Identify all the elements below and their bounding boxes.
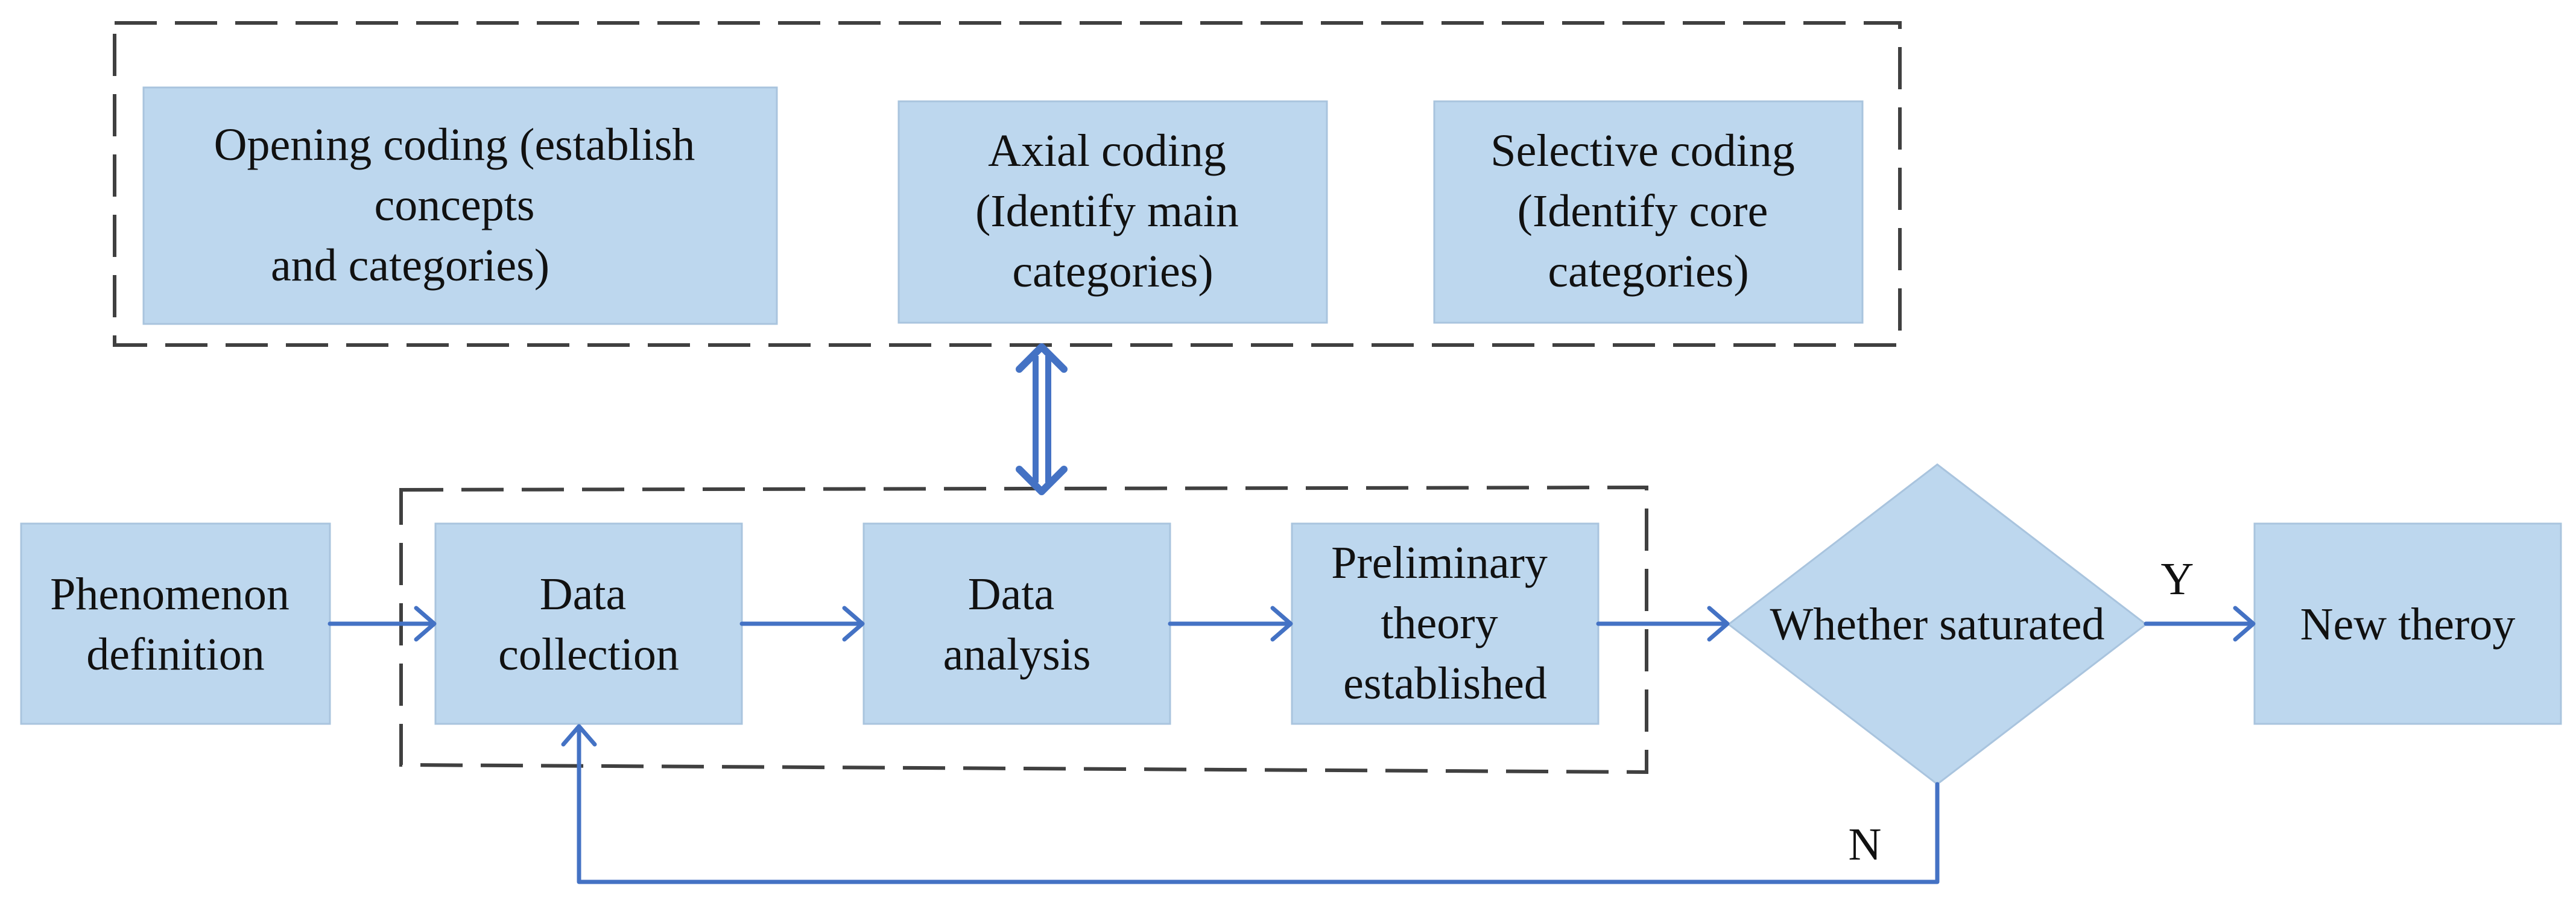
saturation-decision-label: Whether saturated (1770, 599, 2105, 650)
preliminary-theory-box: Preliminary theory established (1291, 522, 1600, 725)
svg-text:Opening coding (establish: Opening coding (establish concepts and c… (214, 119, 707, 291)
process-group-border (399, 485, 1648, 775)
data-analysis-line-1: Data (968, 569, 1054, 620)
new-theory-box: New theroy (2253, 522, 2562, 725)
selective-coding-line-2: (Identify core (1517, 186, 1768, 236)
open-coding-line-3: and categories) (271, 240, 549, 291)
arrow-feedback-loop (577, 725, 1940, 884)
yes-label: Y (2161, 554, 2194, 604)
svg-text:Selective coding (Identi: Selective coding (Identify core categori… (1490, 125, 1806, 297)
flow-arrows (328, 606, 2256, 884)
svg-text:Data collection: Data collection (498, 569, 679, 680)
preliminary-theory-line-1: Preliminary (1331, 537, 1548, 588)
svg-text:Axial coding (Identify m: Axial coding (Identify main categories) (975, 125, 1250, 297)
open-coding-box: Opening coding (establish concepts and c… (142, 86, 778, 325)
open-coding-line-1: Opening coding (establish (214, 119, 695, 170)
svg-text:Data analysis: Data analysis (943, 569, 1091, 680)
phenomenon-definition-box: Phenomenon definition (20, 522, 331, 725)
svg-text:Preliminary theory: Preliminary theory established (1331, 537, 1559, 709)
data-collection-box: Data collection (434, 522, 743, 725)
bidirectional-arrow (1016, 343, 1068, 495)
data-collection-line-1: Data (540, 569, 626, 620)
axial-coding-line-3: categories) (1012, 246, 1213, 297)
selective-coding-line-1: Selective coding (1490, 125, 1794, 176)
axial-coding-line-2: (Identify main (975, 186, 1239, 236)
data-collection-line-2: collection (498, 629, 679, 680)
preliminary-theory-line-2: theory (1381, 598, 1498, 648)
no-label: N (1849, 819, 1882, 870)
coding-group-border (113, 21, 1902, 347)
saturation-decision-diamond: Whether saturated (1727, 463, 2148, 785)
svg-text:Phenomenon definition: Phenomenon definition (50, 569, 301, 680)
selective-coding-box: Selective coding (Identify core categori… (1433, 100, 1864, 324)
axial-coding-box: Axial coding (Identify main categories) (897, 100, 1328, 324)
new-theory-label: New theroy (2300, 599, 2516, 650)
data-analysis-line-2: analysis (943, 629, 1091, 680)
preliminary-theory-line-3: established (1343, 658, 1547, 709)
phenomenon-definition-line-1: Phenomenon (50, 569, 290, 620)
open-coding-line-2: concepts (375, 180, 535, 230)
axial-coding-line-1: Axial coding (988, 125, 1226, 176)
selective-coding-line-3: categories) (1548, 246, 1748, 297)
data-analysis-box: Data analysis (862, 522, 1171, 725)
phenomenon-definition-line-2: definition (86, 629, 265, 680)
